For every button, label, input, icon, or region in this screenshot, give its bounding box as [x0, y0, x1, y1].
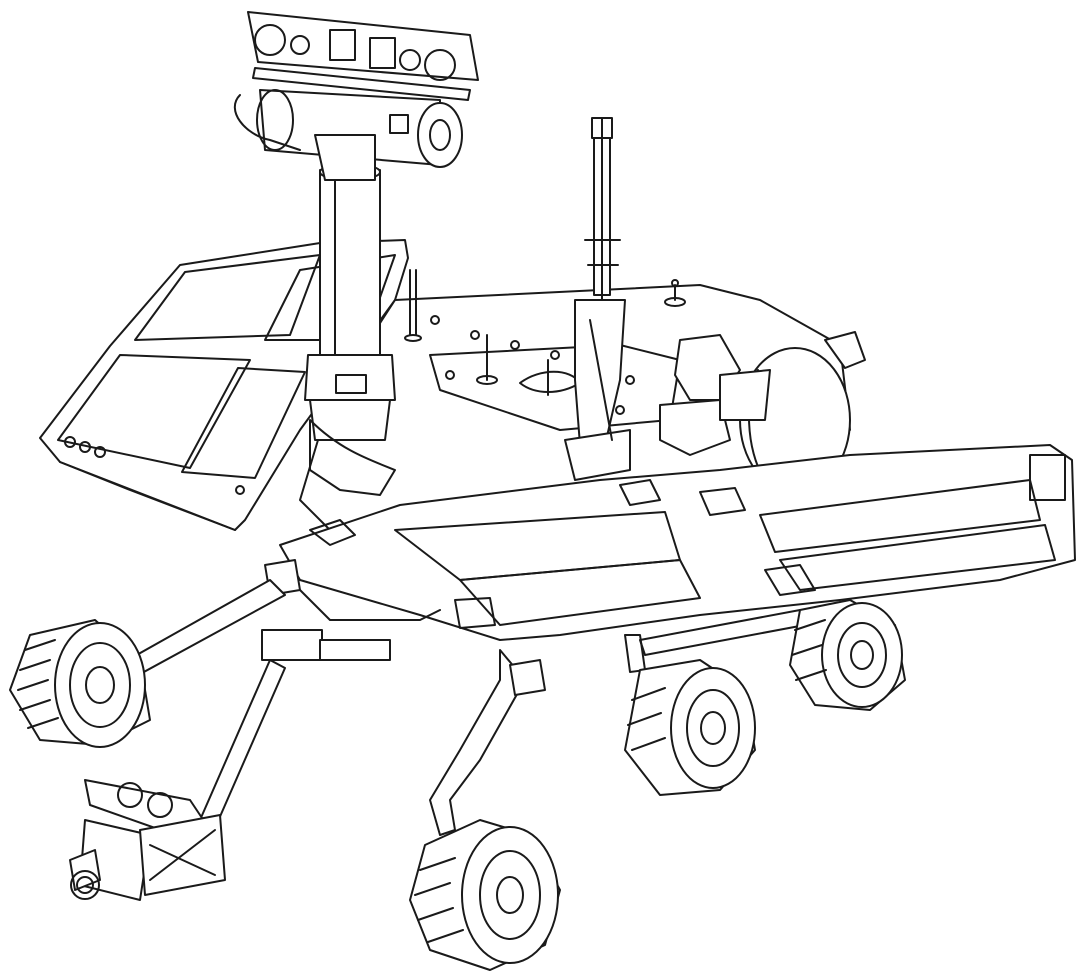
- robotic-arm: [69, 629, 391, 901]
- middle-right-wheel: [624, 659, 756, 796]
- right-solar-panel: [279, 444, 1076, 641]
- front-center-wheel: [409, 819, 561, 971]
- antenna-mast: [564, 117, 631, 481]
- front-left-wheel: [9, 619, 151, 748]
- left-solar-panel: [39, 239, 409, 531]
- pancam-head: [233, 11, 479, 181]
- high-gain-antenna-dish: [659, 331, 866, 493]
- rear-right-wheel: [789, 599, 906, 711]
